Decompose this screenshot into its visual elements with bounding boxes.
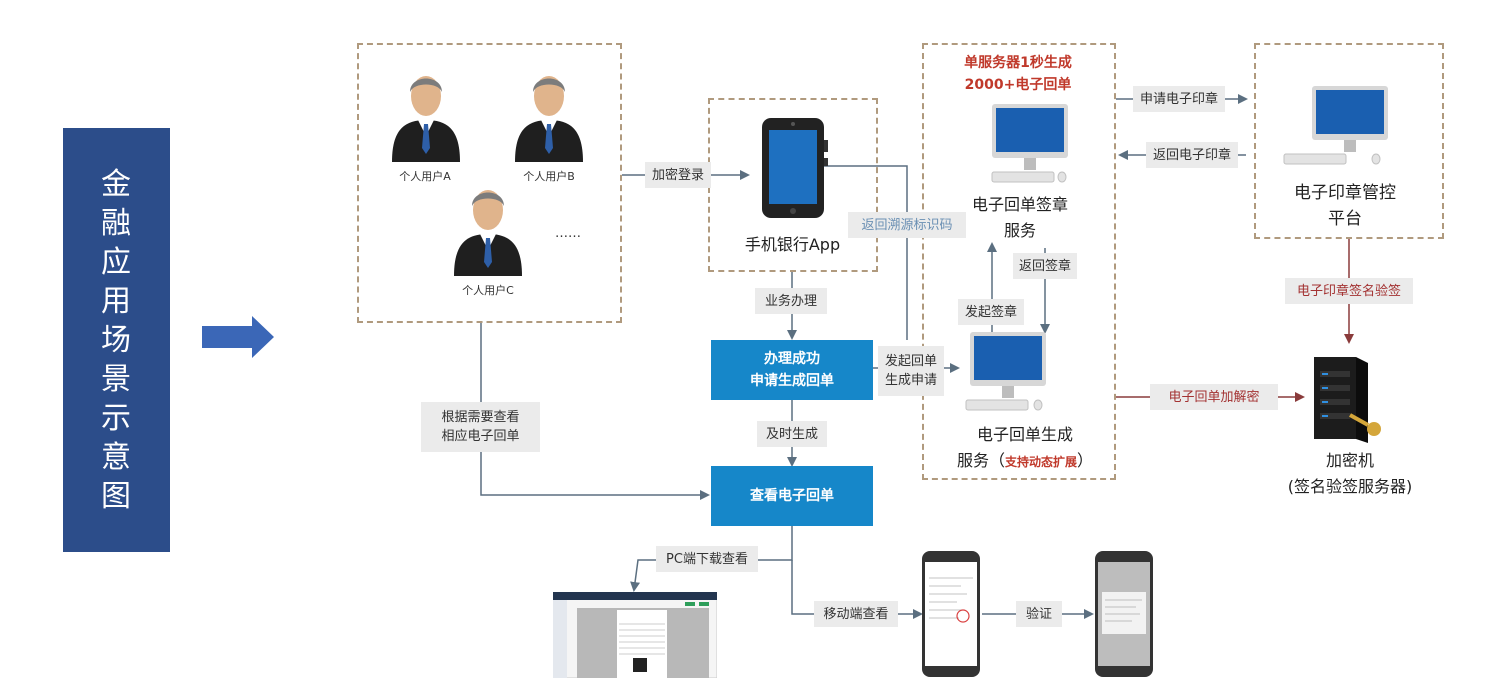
- user-b-label: 个人用户B: [523, 170, 575, 183]
- sidebar-title: 金融应用场景示意图: [101, 166, 132, 514]
- pc-download-label: PC端下载查看: [656, 546, 758, 572]
- mobile-phone-icon: [762, 118, 828, 218]
- gen-service-line-1: 电子回单生成: [976, 425, 1073, 444]
- user-a-avatar-icon: [392, 76, 460, 162]
- hsm-line-2: (签名验签服务器): [1287, 477, 1413, 496]
- return-seal-label: 返回电子印章: [1146, 142, 1238, 168]
- user-b-avatar-icon: [515, 76, 583, 162]
- seal-sign-verify-label: 电子印章签名验签: [1285, 278, 1413, 304]
- seal-platform-line-1: 电子印章管控: [1294, 183, 1396, 203]
- return-trace-code-label: 返回溯源标识码: [848, 212, 966, 238]
- view-as-needed-line-2: 相应电子回单: [441, 429, 520, 444]
- right-arrow-icon: [202, 316, 274, 358]
- gen-service-title: 电子回单生成 服务（支持动态扩展）: [930, 422, 1120, 475]
- server-group: [922, 43, 1116, 480]
- success-line-2: 申请生成回单: [750, 373, 834, 389]
- sign-service-computer-icon: [991, 104, 1068, 183]
- initiate-request-label: 发起回单 生成申请: [878, 346, 944, 396]
- verify-label: 验证: [1016, 601, 1062, 627]
- success-apply-box: 办理成功 申请生成回单: [711, 340, 873, 400]
- timely-generate-label: 及时生成: [757, 421, 827, 447]
- sign-service-title: 电子回单签章 服务: [940, 192, 1100, 244]
- encrypt-decrypt-label: 电子回单加解密: [1150, 384, 1278, 410]
- gen-service-line-2: 服务（: [956, 451, 1005, 470]
- view-as-needed-line-1: 根据需要查看: [441, 410, 520, 425]
- initiate-request-line-2: 生成申请: [884, 373, 937, 388]
- capacity-note: 单服务器1秒生成 2000+电子回单: [928, 52, 1108, 96]
- encrypted-login-label: 加密登录: [645, 162, 711, 188]
- initiate-sign-label: 发起签章: [958, 299, 1024, 325]
- mobile-view-label: 移动端查看: [814, 601, 898, 627]
- sign-service-line-2: 服务: [1003, 221, 1036, 240]
- users-group: [357, 43, 622, 323]
- encryption-server-icon: [1314, 357, 1381, 443]
- seal-platform-title: 电子印章管控 平台: [1270, 180, 1420, 232]
- mobile-receipt-phone-icon: [922, 551, 980, 677]
- return-sign-label: 返回签章: [1013, 253, 1077, 279]
- seal-platform-line-2: 平台: [1328, 209, 1362, 229]
- dynamic-scale-note: 支持动态扩展: [1004, 455, 1077, 469]
- hsm-title: 加密机 (签名验签服务器): [1270, 448, 1430, 500]
- gen-service-computer-icon: [965, 332, 1046, 411]
- mobile-verify-phone-icon: [1095, 551, 1153, 677]
- mobile-app-title: 手机银行App: [744, 235, 841, 254]
- seal-platform-group: [1254, 43, 1444, 239]
- capacity-line-2: 2000+电子回单: [964, 77, 1072, 93]
- user-c-avatar-icon: [454, 190, 522, 276]
- business-handling-label: 业务办理: [755, 288, 827, 314]
- gen-service-close: ）: [1077, 451, 1094, 470]
- user-c-label: 个人用户C: [462, 284, 514, 297]
- pc-receipt-screenshot-icon: [553, 592, 717, 678]
- view-receipt-box: 查看电子回单: [711, 466, 873, 526]
- success-line-1: 办理成功: [764, 351, 820, 367]
- initiate-request-line-1: 发起回单: [884, 354, 937, 369]
- user-a-label: 个人用户A: [399, 170, 451, 183]
- gen-service-line-2-wrap: 服务（支持动态扩展）: [930, 448, 1120, 475]
- sidebar-panel: 金融应用场景示意图: [63, 128, 170, 552]
- sign-service-line-1: 电子回单签章: [971, 195, 1068, 214]
- capacity-line-1: 单服务器1秒生成: [964, 55, 1072, 71]
- view-as-needed-label: 根据需要查看 相应电子回单: [421, 402, 540, 452]
- hsm-line-1: 加密机: [1325, 451, 1374, 470]
- more-users-ellipsis: ……: [555, 226, 581, 241]
- apply-seal-label: 申请电子印章: [1133, 86, 1225, 112]
- seal-platform-computer-icon: [1283, 86, 1388, 165]
